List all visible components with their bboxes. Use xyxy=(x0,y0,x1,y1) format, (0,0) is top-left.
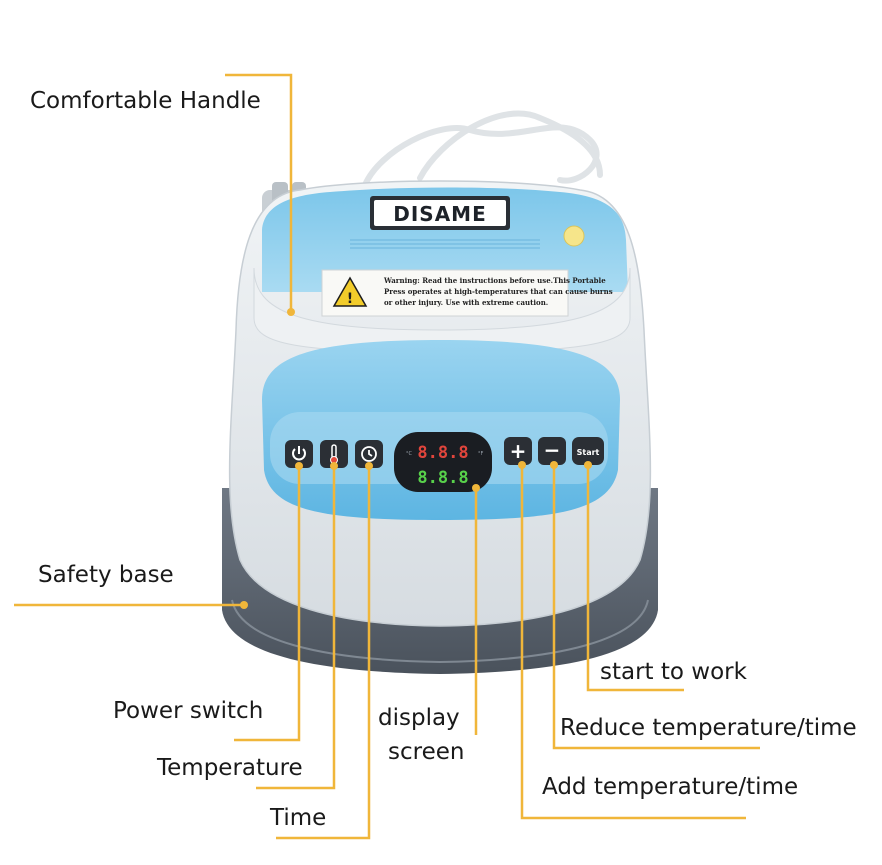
thermometer-icon xyxy=(330,444,338,464)
power-icon xyxy=(292,446,306,461)
leader-handle xyxy=(225,73,293,312)
label-time: Time xyxy=(270,805,327,831)
reduce-button[interactable]: − xyxy=(538,437,566,465)
display-top-digits: 8.8.8 xyxy=(417,443,468,463)
label-comfortable-handle: Comfortable Handle xyxy=(30,88,261,114)
warning-text-line-3: or other injury. Use with extreme cautio… xyxy=(384,298,548,307)
power-button[interactable] xyxy=(285,440,313,468)
label-add: Add temperature/time xyxy=(542,774,799,800)
leader-reduce xyxy=(552,465,760,750)
warning-label xyxy=(321,269,569,317)
leader-temperature xyxy=(256,466,336,790)
clock-icon xyxy=(361,446,377,462)
leader-start xyxy=(586,465,684,692)
start-button-label: Start xyxy=(577,448,600,457)
vent-lines xyxy=(350,239,540,249)
label-display-line-1: display xyxy=(378,705,460,731)
svg-text:!: ! xyxy=(347,291,353,307)
unit-celsius: °C xyxy=(406,451,413,457)
leader-power xyxy=(234,466,301,742)
plus-icon: + xyxy=(510,439,527,463)
warning-text-line-2: Press operates at high-temperatures that… xyxy=(384,287,613,296)
label-display-line-2: screen xyxy=(388,739,465,765)
unit-fahrenheit: °F xyxy=(478,451,484,457)
power-cord xyxy=(362,110,603,188)
leader-time xyxy=(276,466,371,840)
add-button[interactable]: + xyxy=(504,437,532,465)
leader-add xyxy=(520,465,746,820)
minus-icon: − xyxy=(544,438,561,462)
warning-triangle-icon xyxy=(332,276,368,307)
leader-lines xyxy=(14,73,760,840)
label-start-to-work: start to work xyxy=(600,659,747,685)
brand-logo: DISAME xyxy=(393,202,487,226)
temperature-button[interactable] xyxy=(320,440,348,468)
sticker-icon xyxy=(563,225,585,247)
time-button[interactable] xyxy=(355,440,383,468)
display-bottom-digits: 8.8.8 xyxy=(417,468,468,488)
label-safety-base: Safety base xyxy=(38,562,174,588)
start-button[interactable]: Start xyxy=(572,437,604,465)
warning-text-line-1: Warning: Read the instructions before us… xyxy=(383,276,606,285)
label-temperature: Temperature xyxy=(157,755,303,781)
display-screen: °C °F 8.8.8 8.8.8 xyxy=(394,432,492,492)
label-power-switch: Power switch xyxy=(113,698,264,724)
label-reduce: Reduce temperature/time xyxy=(560,715,857,741)
